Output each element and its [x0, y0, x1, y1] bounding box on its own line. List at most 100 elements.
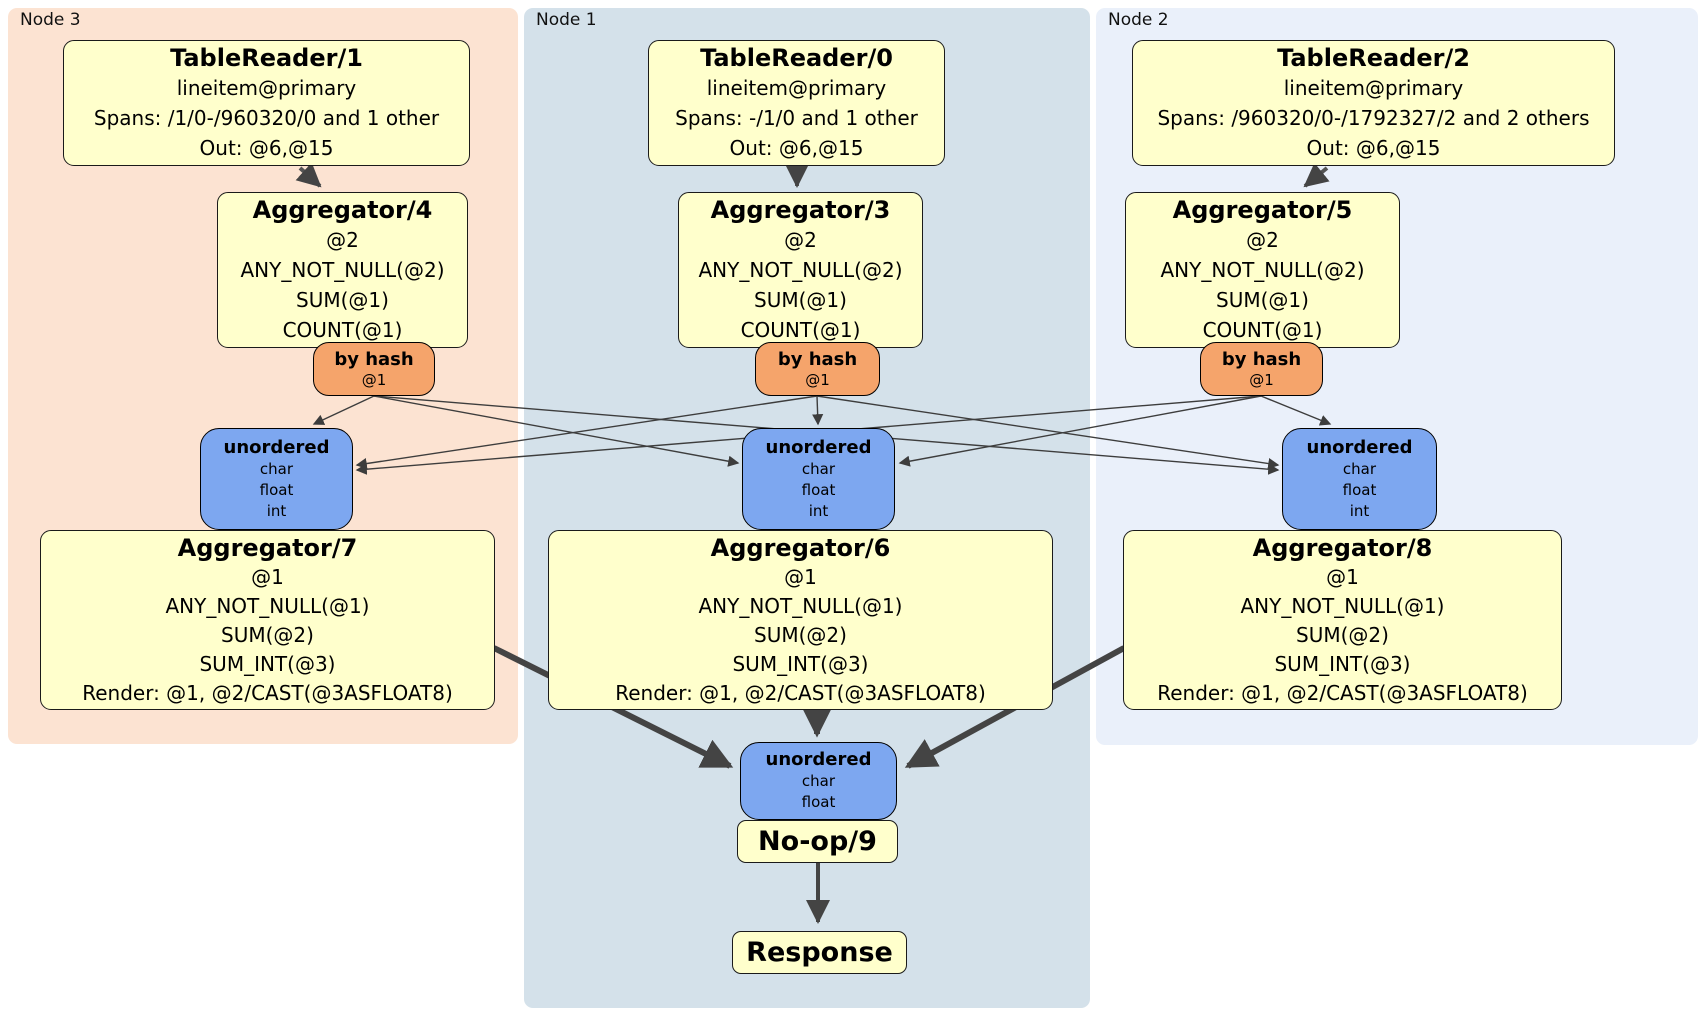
text-line: SUM(@2) [221, 622, 314, 647]
unordered-sync-node2: unordered char float int [1282, 428, 1437, 530]
text-line: @2 [1246, 228, 1279, 252]
unordered-sync-node2-types: char float int [1343, 459, 1377, 522]
hash-router-node2-key: @1 [1249, 370, 1274, 389]
text-line: ANY_NOT_NULL(@1) [165, 593, 370, 618]
noop-9: No-op/9 [737, 820, 898, 863]
text-line: COUNT(@1) [282, 318, 403, 342]
text-line: Spans: /960320/0-/1792327/2 and 2 others [1157, 106, 1590, 130]
text-line: SUM_INT(@3) [732, 651, 869, 676]
text-line: COUNT(@1) [740, 318, 861, 342]
response-title: Response [746, 937, 893, 968]
text-line: Out: @6,@15 [199, 136, 334, 160]
text-line: int [808, 501, 829, 520]
aggregator-8-title: Aggregator/8 [1252, 533, 1433, 562]
text-line: char [1342, 459, 1377, 478]
text-line: float [1342, 480, 1377, 499]
unordered-sync-node1-types: char float int [802, 459, 836, 522]
text-line: lineitem@primary [1283, 76, 1464, 100]
tablereader-1-title: TableReader/1 [170, 44, 363, 72]
text-line: Spans: /1/0-/960320/0 and 1 other [93, 106, 440, 130]
text-line: ANY_NOT_NULL(@2) [240, 258, 445, 282]
text-line: lineitem@primary [706, 76, 887, 100]
unordered-sync-node3-title: unordered [223, 436, 330, 458]
aggregator-5-title: Aggregator/5 [1172, 196, 1353, 224]
text-line: Render: @1, @2/CAST(@3ASFLOAT8) [82, 680, 453, 705]
text-line: SUM(@1) [1216, 288, 1309, 312]
text-line: Spans: -/1/0 and 1 other [675, 106, 918, 130]
noop-9-title: No-op/9 [758, 826, 877, 857]
text-line: float [801, 480, 836, 499]
hash-router-node3-title: by hash [334, 348, 414, 370]
text-line: SUM(@1) [296, 288, 389, 312]
hash-router-node3: by hash @1 [313, 342, 435, 396]
text-line: Render: @1, @2/CAST(@3ASFLOAT8) [615, 680, 986, 705]
hash-router-node1-title: by hash [777, 348, 858, 370]
aggregator-4-title: Aggregator/4 [252, 196, 433, 224]
final-unordered-sync-title: unordered [765, 749, 872, 770]
aggregator-3-title: Aggregator/3 [710, 196, 891, 224]
unordered-sync-node3-types: char float int [260, 459, 294, 522]
node1-label: Node 1 [536, 10, 597, 30]
hash-router-node2-title: by hash [1221, 348, 1302, 370]
text-line: @2 [326, 228, 359, 252]
text-line: char [801, 459, 836, 478]
text-line: char [259, 459, 294, 478]
text-line: @1 [784, 564, 817, 589]
text-line: int [1349, 501, 1370, 520]
text-line: int [266, 501, 287, 520]
text-line: char [801, 772, 836, 790]
tablereader-2-title: TableReader/2 [1277, 44, 1470, 72]
tablereader-0-title: TableReader/0 [700, 44, 893, 72]
text-line: float [259, 480, 294, 499]
hash-router-node1: by hash @1 [755, 342, 880, 396]
text-line: lineitem@primary [176, 76, 357, 100]
tablereader-arrows [295, 162, 1330, 188]
hash-router-node2: by hash @1 [1200, 342, 1323, 396]
unordered-sync-node3: unordered char float int [200, 428, 353, 530]
text-line: ANY_NOT_NULL(@1) [1240, 593, 1445, 618]
unordered-sync-node2-title: unordered [1306, 436, 1413, 458]
unordered-sync-node1-title: unordered [765, 436, 872, 458]
text-line: SUM_INT(@3) [199, 651, 336, 676]
aggregator-7-title: Aggregator/7 [177, 533, 358, 562]
text-line: SUM(@1) [754, 288, 847, 312]
aggregator-6-title: Aggregator/6 [710, 533, 891, 562]
hash-router-node1-key: @1 [805, 370, 830, 389]
text-line: ANY_NOT_NULL(@1) [698, 593, 903, 618]
text-line: Out: @6,@15 [1306, 136, 1441, 160]
text-line: @1 [251, 564, 284, 589]
text-line: SUM(@2) [754, 622, 847, 647]
node3-label: Node 3 [20, 10, 81, 30]
text-line: COUNT(@1) [1202, 318, 1323, 342]
response: Response [732, 931, 907, 974]
text-line: ANY_NOT_NULL(@2) [698, 258, 903, 282]
text-line: Render: @1, @2/CAST(@3ASFLOAT8) [1157, 680, 1528, 705]
text-line: SUM(@2) [1296, 622, 1389, 647]
node2-label: Node 2 [1108, 10, 1169, 30]
text-line: SUM_INT(@3) [1274, 651, 1411, 676]
hash-router-node3-key: @1 [361, 370, 387, 389]
text-line: Out: @6,@15 [729, 136, 864, 160]
unordered-sync-node1: unordered char float int [742, 428, 895, 530]
